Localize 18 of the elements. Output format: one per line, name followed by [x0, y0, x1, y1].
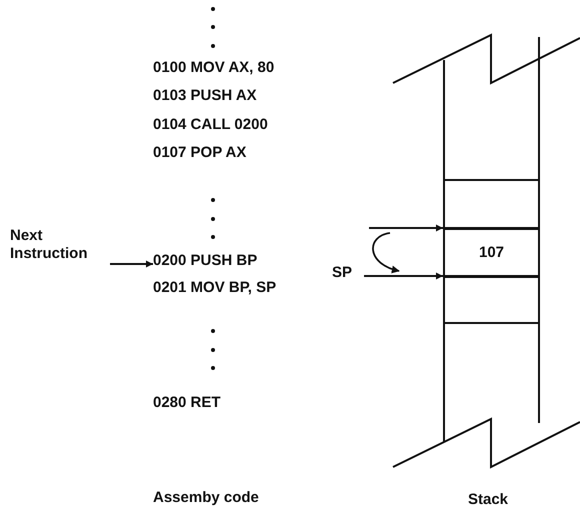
caption: Assemby code [153, 489, 259, 507]
callout-text: Next Instruction [10, 227, 100, 263]
arrow [110, 260, 153, 268]
cell-value: 107 [478, 244, 504, 261]
stack-cell [443, 275, 540, 324]
code-line: 0100 MOV AX, 80 [153, 59, 274, 77]
register-label: SP [332, 264, 352, 282]
code-line: 0280 RET [153, 394, 221, 412]
code-line: 0104 CALL 0200 [153, 116, 268, 134]
code-line: 0201 MOV BP, SP [153, 279, 276, 297]
arrow [369, 224, 443, 232]
stack-cell [443, 179, 540, 230]
caption: Stack [468, 491, 508, 509]
arrow [364, 272, 443, 280]
code-line: 0200 PUSH BP [153, 252, 258, 270]
code-line: 0107 POP AX [153, 144, 246, 162]
stack-cell [443, 227, 540, 278]
code-line: 0103 PUSH AX [153, 87, 257, 105]
